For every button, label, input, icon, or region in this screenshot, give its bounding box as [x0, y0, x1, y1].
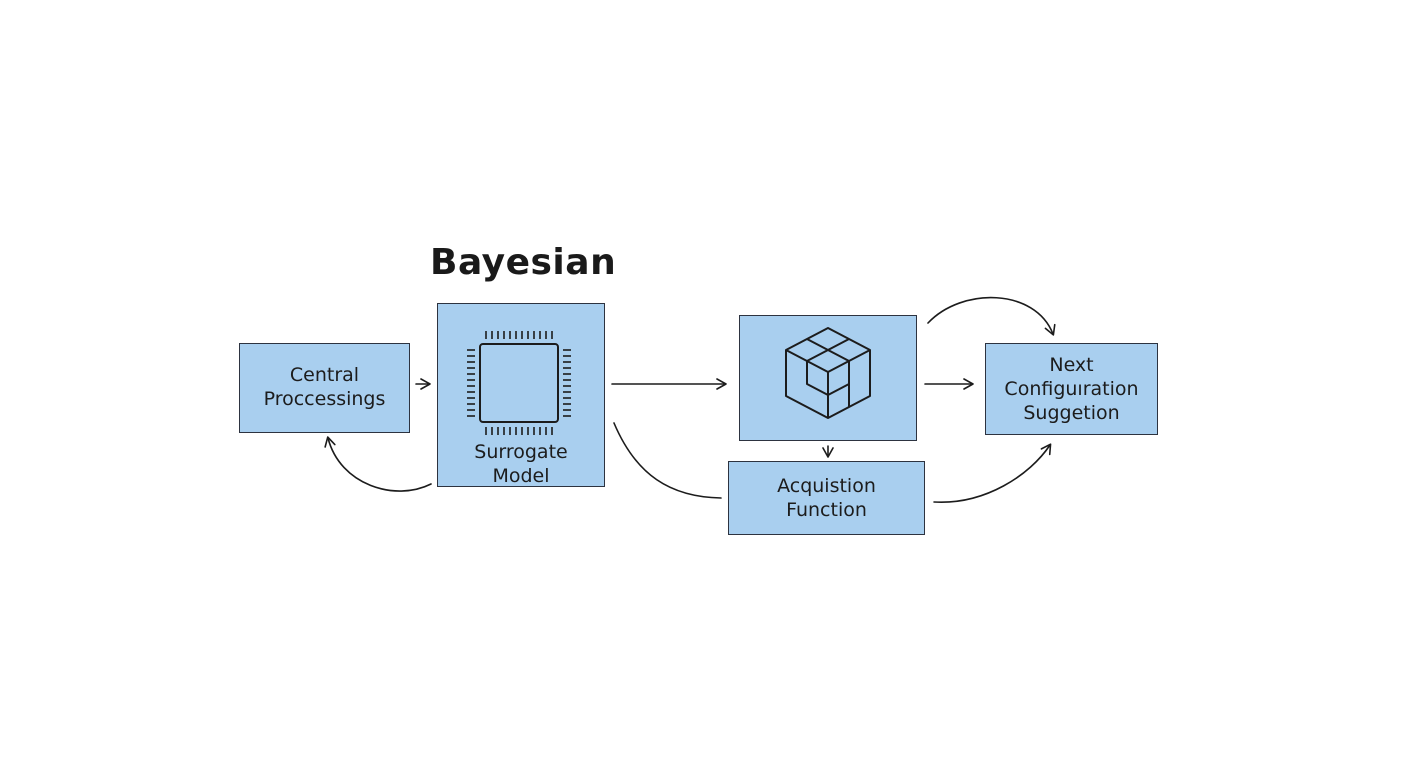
surrogate-model-label: Surrogate Model — [474, 441, 568, 487]
curve-surrogate-to-acquisition — [613, 422, 722, 499]
arrow-surrogate-to-central — [324, 436, 432, 492]
cube-icon — [785, 327, 872, 420]
acquisition-function-node: Acquistion Function — [728, 461, 925, 535]
central-processings-node: Central Proccessings — [239, 343, 410, 433]
next-configuration-label: Next Configuıration Suggetion — [1004, 354, 1139, 424]
acquisition-function-label: Acquistion Function — [777, 475, 876, 521]
surrogate-model-node: Surrogate Model — [437, 303, 605, 487]
next-configuration-node: Next Configuıration Suggetion — [985, 343, 1158, 435]
chip-icon — [467, 331, 572, 436]
diagram-title: Bayesian — [430, 242, 617, 283]
cube-node — [739, 315, 917, 441]
central-processings-label: Central Proccessings — [263, 364, 386, 410]
arrow-cube-top-to-next — [927, 296, 1056, 336]
arrow-acquisition-to-next — [933, 443, 1052, 503]
